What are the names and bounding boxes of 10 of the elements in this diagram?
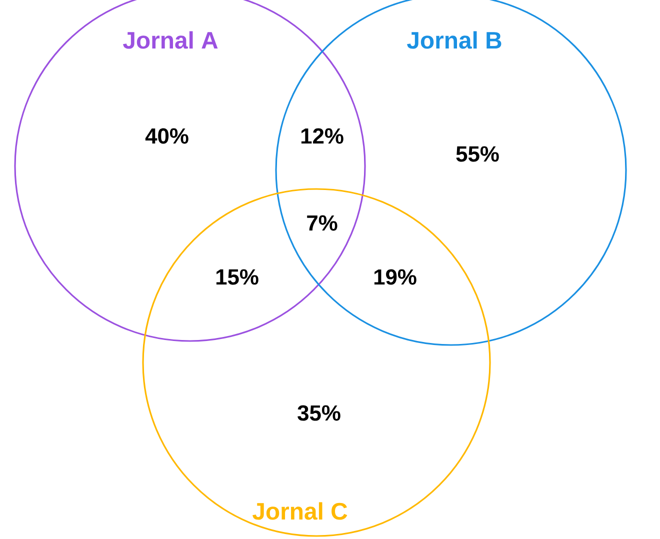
percentage-label: 40% bbox=[145, 128, 188, 144]
set-label: Jornal A bbox=[123, 31, 218, 49]
set-label: Jornal C bbox=[252, 502, 348, 520]
percentage-label: 19% bbox=[374, 269, 416, 285]
percentage-label: 55% bbox=[456, 146, 499, 162]
percentage-label: 35% bbox=[298, 405, 340, 421]
percentage-label: 12% bbox=[301, 128, 344, 144]
percentage-label: 15% bbox=[216, 269, 258, 285]
set-label: Jornal B bbox=[407, 31, 502, 49]
percentage-label: 7% bbox=[307, 215, 338, 231]
